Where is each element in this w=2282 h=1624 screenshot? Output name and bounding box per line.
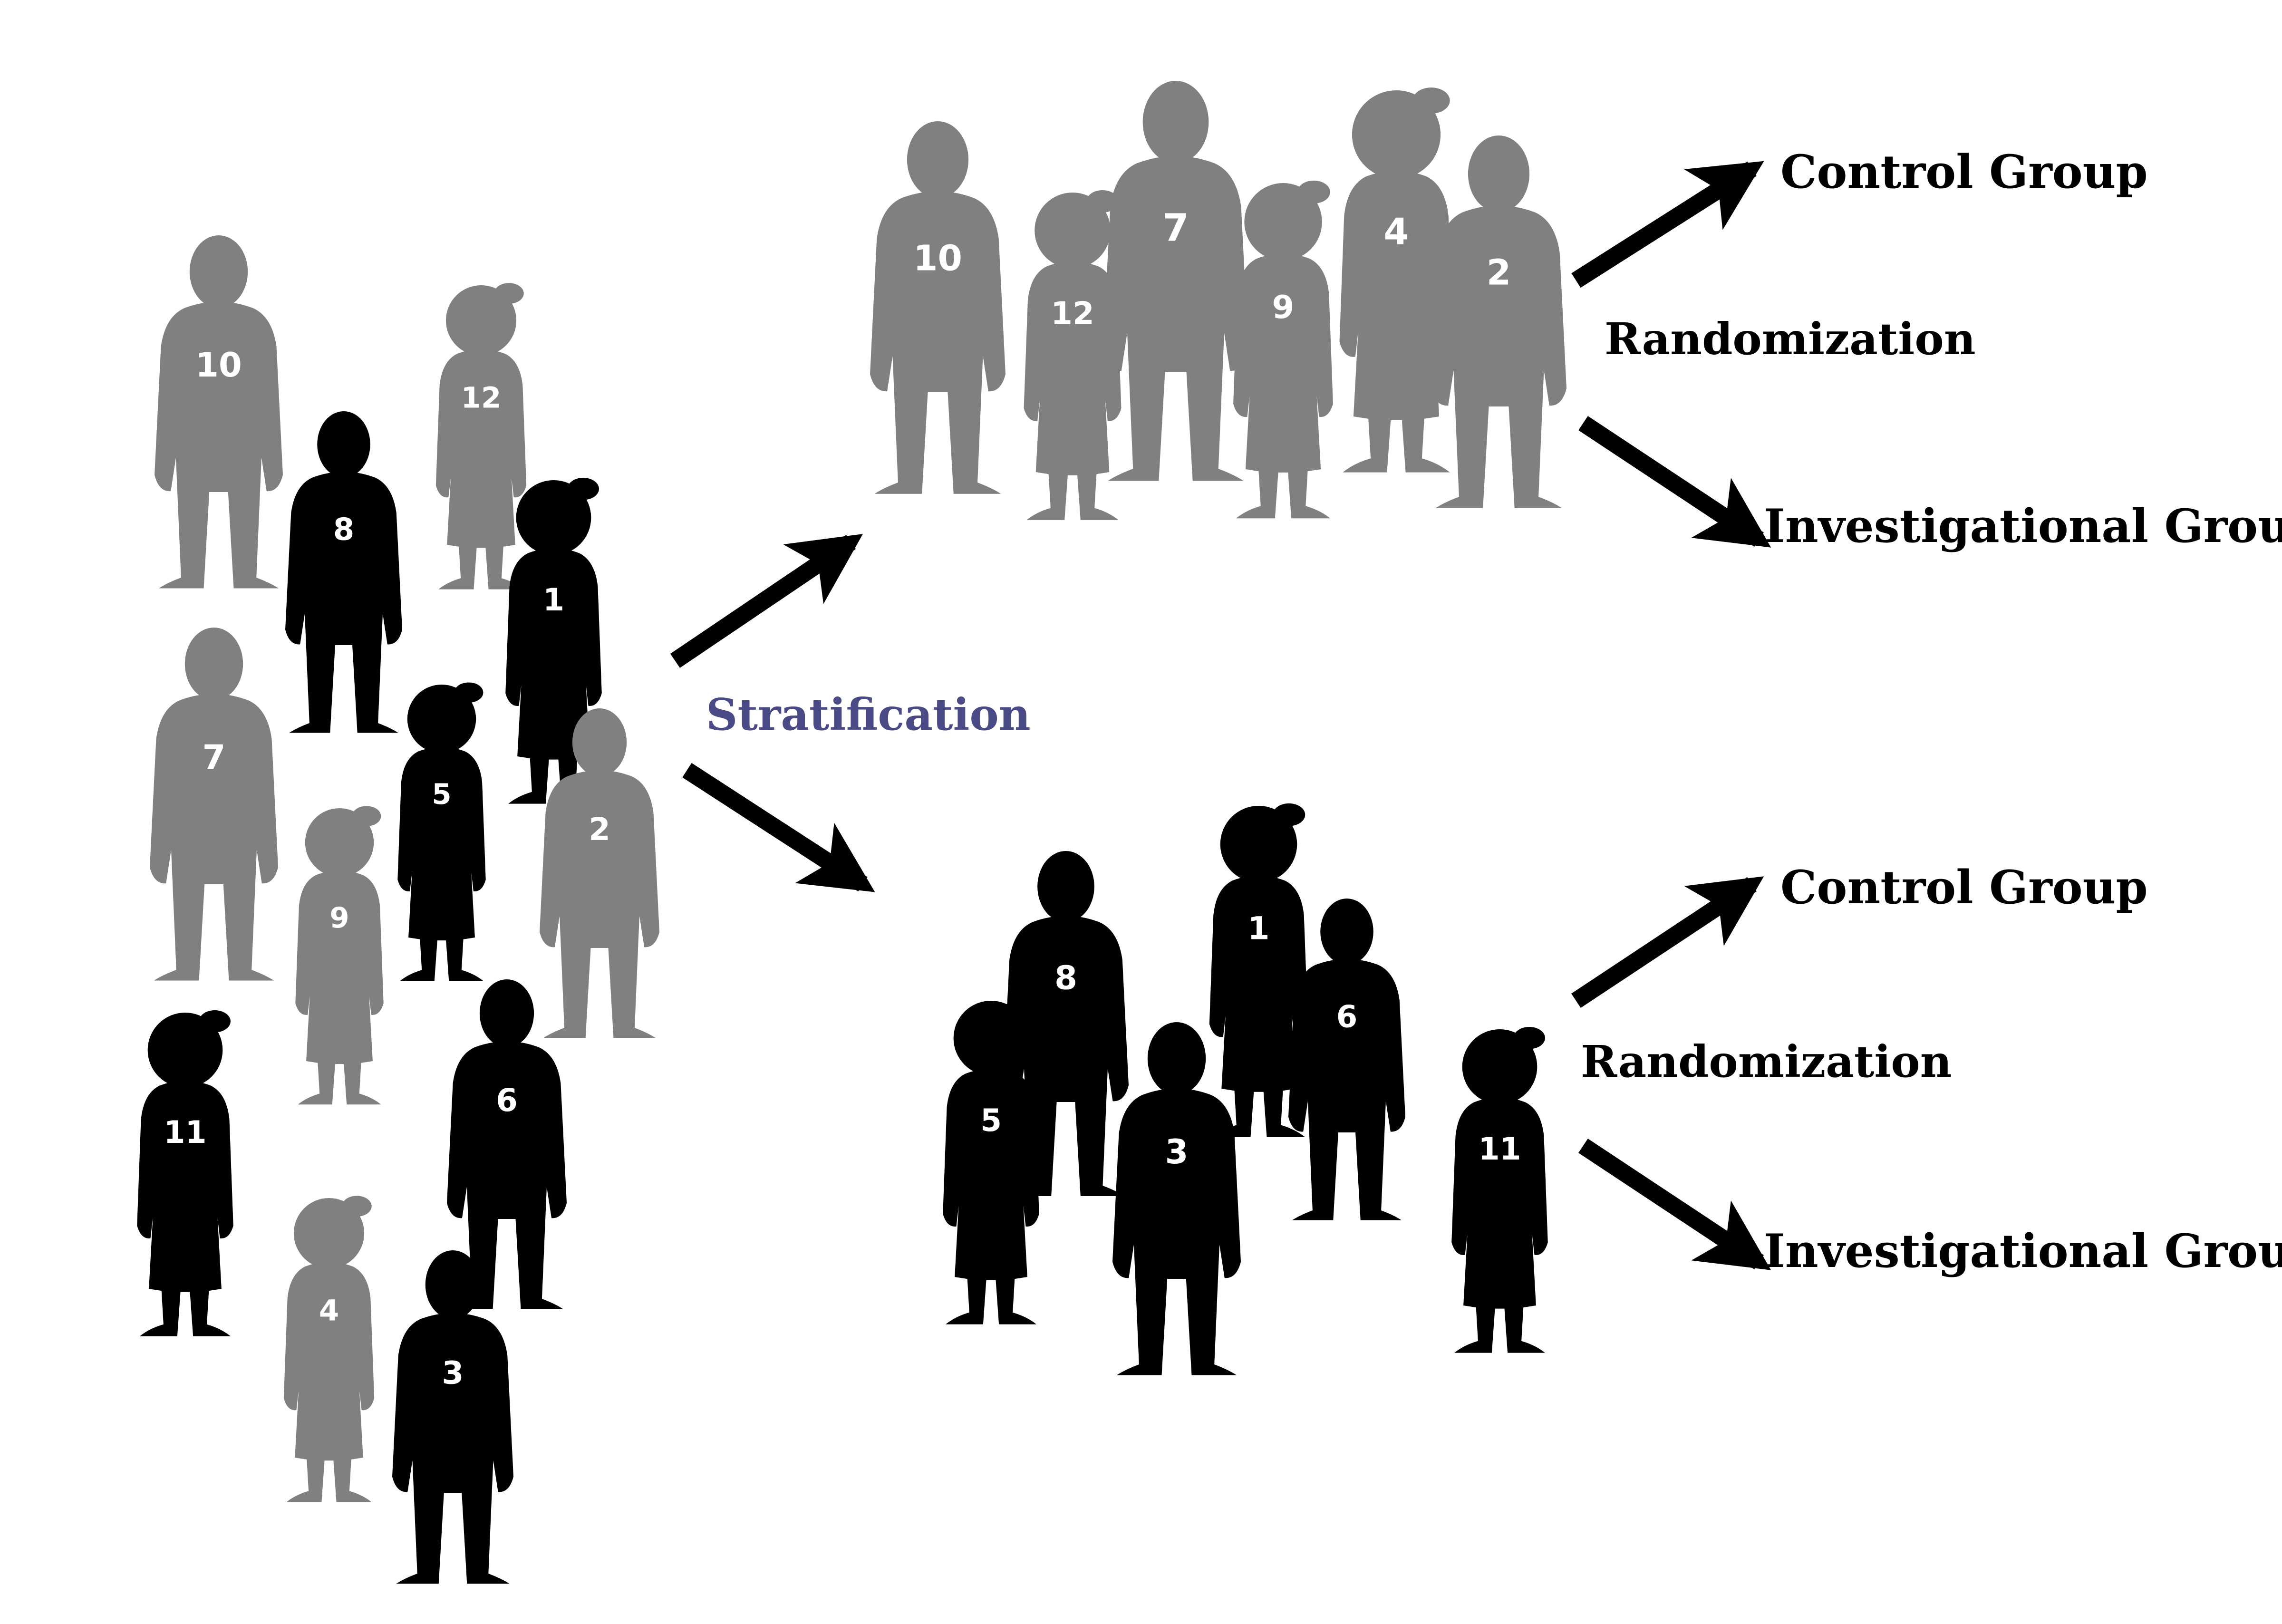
black-stratum-group: 8 1 6 5 3 11 bbox=[943, 803, 1548, 1375]
person-number: 1 bbox=[543, 582, 564, 618]
control-group-label-top: Control Group bbox=[1780, 145, 2148, 199]
person-number: 1 bbox=[1247, 910, 1269, 947]
person-number: 4 bbox=[1383, 211, 1409, 253]
gray-person-2: 2 bbox=[1431, 135, 1566, 508]
person-11: 11 bbox=[137, 1010, 233, 1336]
investigational-group-label-bottom: Investigational Group bbox=[1764, 1224, 2282, 1278]
gray-stratum-group: 10 7 4 12 9 2 bbox=[870, 81, 1566, 520]
person-number: 8 bbox=[333, 512, 355, 548]
person-number: 11 bbox=[164, 1115, 206, 1150]
gray-person-7: 7 bbox=[1103, 81, 1248, 481]
person-number: 10 bbox=[913, 238, 962, 279]
person-number: 7 bbox=[1162, 206, 1189, 250]
randomization-arrow-gray-investigational bbox=[1578, 416, 1771, 548]
person-9: 9 bbox=[295, 806, 384, 1105]
person-number: 12 bbox=[461, 381, 502, 415]
person-number: 5 bbox=[432, 778, 451, 811]
randomization-label-bottom: Randomization bbox=[1581, 1036, 1952, 1087]
black-person-1: 1 bbox=[1209, 803, 1308, 1137]
person-number: 10 bbox=[195, 346, 242, 385]
person-7: 7 bbox=[150, 628, 278, 981]
person-number: 3 bbox=[442, 1354, 464, 1392]
person-number: 2 bbox=[1487, 252, 1511, 293]
person-number: 6 bbox=[496, 1083, 518, 1119]
person-number: 3 bbox=[1165, 1132, 1189, 1171]
black-person-5: 5 bbox=[943, 998, 1039, 1324]
person-number: 6 bbox=[1336, 1000, 1358, 1035]
black-person-3: 3 bbox=[1112, 1022, 1241, 1375]
person-number: 9 bbox=[1272, 289, 1295, 326]
person-number: 11 bbox=[1478, 1131, 1521, 1167]
investigational-group-label-top: Investigational Group bbox=[1764, 499, 2282, 553]
person-6: 6 bbox=[447, 979, 567, 1309]
person-2: 2 bbox=[540, 708, 659, 1038]
population-group: 10 12 8 1 7 5 2 9 11 6 4 3 bbox=[137, 235, 659, 1584]
black-person-6: 6 bbox=[1288, 899, 1405, 1220]
person-number: 5 bbox=[980, 1103, 1002, 1139]
randomization-arrow-black-investigational bbox=[1578, 1138, 1771, 1270]
randomization-label-top: Randomization bbox=[1605, 313, 1976, 365]
person-5: 5 bbox=[397, 682, 486, 981]
person-number: 7 bbox=[203, 738, 226, 777]
stratification-arrow-down bbox=[682, 763, 875, 892]
randomization-arrow-black-control bbox=[1571, 876, 1764, 1008]
person-number: 4 bbox=[319, 1294, 339, 1327]
stratification-label: Stratification bbox=[706, 689, 1031, 740]
person-number: 8 bbox=[1054, 959, 1077, 997]
person-number: 2 bbox=[589, 812, 610, 848]
person-3: 3 bbox=[392, 1250, 513, 1584]
gray-person-10: 10 bbox=[870, 121, 1006, 494]
person-12: 12 bbox=[435, 283, 527, 590]
person-number: 9 bbox=[329, 901, 349, 934]
person-10: 10 bbox=[155, 235, 283, 589]
control-group-label-bottom: Control Group bbox=[1780, 860, 2148, 914]
person-number: 12 bbox=[1051, 296, 1094, 332]
stratification-arrow-up bbox=[670, 534, 863, 668]
gray-person-12: 12 bbox=[1024, 190, 1122, 520]
gray-person-4: 4 bbox=[1339, 87, 1453, 473]
person-4: 4 bbox=[283, 1196, 375, 1502]
person-8: 8 bbox=[285, 411, 402, 733]
randomization-arrow-gray-control bbox=[1571, 161, 1764, 288]
gray-person-9: 9 bbox=[1233, 180, 1333, 519]
black-person-11: 11 bbox=[1451, 1027, 1548, 1353]
